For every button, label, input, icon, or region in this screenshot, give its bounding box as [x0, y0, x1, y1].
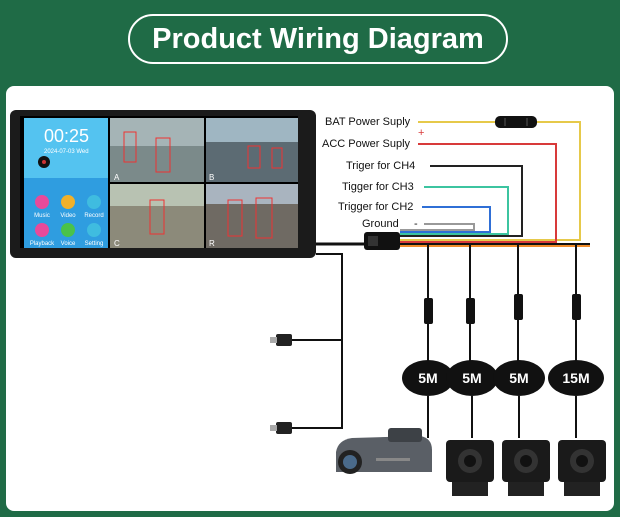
quadrant-label-a: A	[114, 173, 120, 182]
camera-quadrants: A B C R	[110, 118, 298, 248]
cable-coil-4	[548, 360, 604, 396]
app-icon-grid: Music Video Record Playback Voice Settin…	[30, 195, 104, 247]
camera-icon	[446, 440, 494, 496]
fuse-icon	[495, 116, 537, 128]
wire-label-bat: BAT Power Suply	[325, 116, 411, 128]
wire-label-ch4: Triger for CH4	[346, 160, 415, 172]
wire-labels: BAT Power Suply + ACC Power Suply Triger…	[322, 116, 424, 230]
app-label-setting: Setting	[85, 241, 104, 247]
music-icon[interactable]	[35, 195, 49, 209]
connector-icon	[270, 334, 292, 346]
cable-length-4: 15M	[562, 370, 589, 386]
cable-coil-1	[402, 360, 454, 396]
camera-icon	[558, 440, 606, 496]
app-label-voice: Voice	[61, 241, 76, 247]
wire-label-acc: ACC Power Suply	[322, 138, 411, 150]
wire-bat	[400, 121, 581, 241]
record-icon[interactable]	[87, 195, 101, 209]
voice-icon[interactable]	[61, 223, 75, 237]
setting-icon[interactable]	[87, 223, 101, 237]
av-output-cable	[270, 253, 343, 434]
cable-coil-3	[493, 360, 545, 396]
playback-icon[interactable]	[35, 223, 49, 237]
quadrant-label-b: B	[209, 173, 214, 182]
wires	[400, 116, 590, 247]
quadrant-label-c: C	[114, 239, 120, 248]
camera-icon	[502, 440, 550, 496]
wire-sign-ground: -	[414, 218, 418, 230]
wire-ch4	[400, 165, 523, 237]
screen-clock: 00:25	[44, 126, 89, 146]
wire-ground	[400, 223, 475, 231]
app-label-music: Music	[34, 213, 50, 219]
quadrant-label-r: R	[209, 239, 215, 248]
wire-acc	[400, 143, 557, 243]
wire-label-ground: Ground	[362, 218, 399, 230]
connector-icon	[270, 422, 292, 434]
camera-cables: 5M 5M 5M 15M	[402, 244, 604, 438]
cable-length-3: 5M	[509, 370, 528, 386]
screen-date: 2024-07-03 Wed	[44, 149, 89, 155]
app-label-record: Record	[84, 213, 103, 219]
title-pill: Product Wiring Diagram	[128, 14, 508, 64]
app-label-playback: Playback	[30, 241, 55, 247]
monitor-device: 00:25 2024-07-03 Wed Music Video Record …	[10, 110, 316, 258]
dashcam-icon	[336, 428, 432, 474]
wire-label-ch3: Tigger for CH3	[342, 181, 414, 193]
cable-length-1: 5M	[418, 370, 437, 386]
wire-ch3	[400, 186, 509, 235]
page-title: Product Wiring Diagram	[152, 22, 484, 55]
wire-ch2	[400, 206, 491, 233]
cable-coil-2	[446, 360, 498, 396]
video-icon[interactable]	[61, 195, 75, 209]
wire-label-ch2: Trigger for CH2	[338, 201, 413, 213]
app-label-video: Video	[60, 213, 76, 219]
cable-length-2: 5M	[462, 370, 481, 386]
wire-sign-acc: +	[418, 127, 424, 139]
main-harness	[316, 232, 590, 250]
